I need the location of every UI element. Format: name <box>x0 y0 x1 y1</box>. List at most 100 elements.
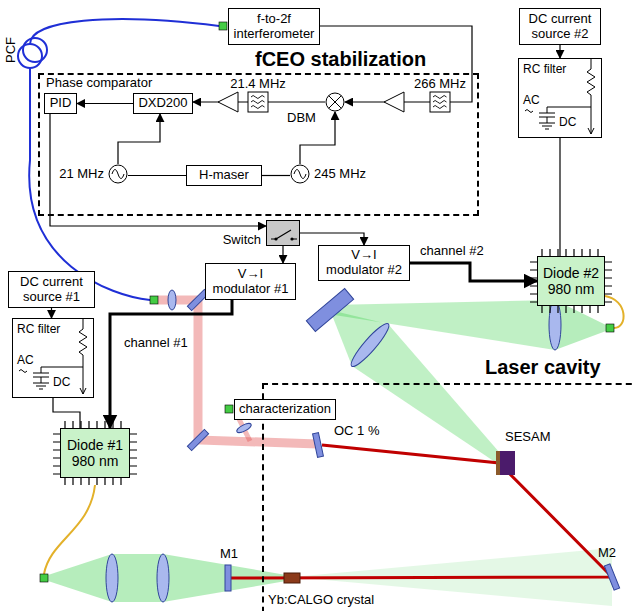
rc-filter-box: RC filterAC DC <box>518 58 602 138</box>
node-label: V→I modulator #1 <box>210 267 291 297</box>
resistor-symbol <box>587 59 595 107</box>
oscillator-symbol-outline <box>108 164 128 184</box>
pcf-fiber <box>18 44 42 68</box>
fiber-coupler <box>40 574 48 582</box>
signal-line <box>559 138 560 256</box>
process-box: characterization <box>234 399 336 420</box>
signal-line <box>128 175 186 176</box>
node-label: DC <box>559 115 576 129</box>
lens <box>549 300 561 350</box>
annotation-label: SESAM <box>505 430 551 445</box>
node-label: DXD200 <box>138 96 187 111</box>
region-title: Laser cavity <box>485 356 601 379</box>
pcf-fiber <box>30 19 219 44</box>
pump-fiber <box>605 296 624 328</box>
switch-mark <box>290 237 293 240</box>
symbol-circle <box>291 165 309 183</box>
annotation-label: 21.4 MHz <box>230 77 286 92</box>
pump-beam <box>112 554 163 602</box>
laser-diode-box: Diode #2 980 nm <box>537 256 605 306</box>
amplifier-symbol <box>384 92 404 112</box>
fiber-coupler <box>606 324 614 332</box>
bandpass-filter <box>251 96 265 109</box>
node-label: H-maser <box>199 168 249 183</box>
dc-arrow <box>80 367 86 394</box>
node-label: f-to-2f interferometer <box>233 12 315 42</box>
node-label: RC filter <box>523 62 566 76</box>
annotation-label: 266 MHz <box>414 77 466 92</box>
node-label: characterization <box>239 402 331 417</box>
bandpass-filter <box>248 92 268 112</box>
bandpass-filter <box>433 96 447 109</box>
oscillator-symbol: 245 MHz <box>290 164 310 184</box>
capacitor-symbol <box>33 367 83 389</box>
process-box: V→I modulator #2 <box>318 245 410 281</box>
lens <box>168 290 176 310</box>
fiber-coupler <box>150 296 158 304</box>
signal-line <box>300 233 364 245</box>
edge-label: channel #2 <box>420 244 484 259</box>
ac-mark <box>525 110 533 113</box>
pump-fiber <box>44 485 95 574</box>
lens <box>106 554 118 602</box>
sesam <box>496 451 500 475</box>
symbol-circle <box>109 165 127 183</box>
cross-mark <box>329 96 342 109</box>
capacitor-symbol <box>539 107 591 129</box>
node-label: DC current source #2 <box>524 12 596 42</box>
drive-current-arrow <box>110 300 232 428</box>
ac-mark <box>19 370 27 373</box>
process-box: f-to-2f interferometer <box>228 8 320 45</box>
output-beam <box>158 300 318 444</box>
edge-label: channel #1 <box>124 336 188 351</box>
process-box: V→I modulator #1 <box>205 263 296 300</box>
pcf-fiber <box>23 38 47 62</box>
switch-box-outline <box>267 221 299 245</box>
mirror <box>225 565 231 591</box>
annotation-label: OC 1 % <box>334 424 380 439</box>
diode-pins <box>530 249 612 313</box>
annotation-label: M1 <box>220 547 238 562</box>
switch-mark <box>271 230 297 239</box>
signal-line <box>77 103 133 104</box>
switch-mark <box>274 237 277 240</box>
annotation-label: Phase comparator <box>46 76 152 91</box>
node-label: DC <box>53 375 70 389</box>
mixer-symbol: DBM <box>325 92 345 112</box>
mirror <box>604 564 619 590</box>
process-box: DC current source #1 <box>8 271 95 308</box>
node-label: Switch <box>223 232 261 247</box>
node-label: DBM <box>287 110 316 125</box>
node-label: RC filter <box>17 322 60 336</box>
lens <box>157 554 169 602</box>
resistor-symbol <box>79 319 87 367</box>
node-label: AC <box>523 93 540 107</box>
bandpass-filter <box>430 92 450 112</box>
process-box: DC current source #2 <box>519 8 601 45</box>
oscillator-symbol: 21 MHz <box>108 164 128 184</box>
process-box: DXD200 <box>133 93 193 114</box>
drive-current-arrow <box>410 263 537 281</box>
region-title: fCEO stabilization <box>255 48 426 71</box>
lens <box>347 320 393 370</box>
group-region: PIDDXD200DBM21 MHzH-maser245 MHzfCEO sta… <box>38 73 479 216</box>
process-box: PID <box>44 93 77 114</box>
pump-beam <box>48 554 112 602</box>
fiber-coupler <box>225 405 233 413</box>
pcf-fiber <box>29 68 150 300</box>
node-label: DC current source #1 <box>13 275 90 305</box>
node-label: PID <box>50 96 72 111</box>
node-label: AC <box>17 353 34 367</box>
laser-diode-box: Diode #1 980 nm <box>60 428 130 478</box>
dc-arrow <box>588 107 594 134</box>
symbol-circle <box>326 93 344 111</box>
cavity-beam <box>229 445 612 578</box>
rc-filter-box: RC filterAC DC <box>12 318 94 398</box>
sine-mark <box>112 170 124 179</box>
mixer-symbol-outline <box>325 92 345 112</box>
node-label: Diode #1 980 nm <box>65 437 125 469</box>
mirror <box>187 429 208 450</box>
signal-line <box>53 398 80 428</box>
gain-crystal <box>284 573 300 583</box>
node-label: 21 MHz <box>59 166 104 181</box>
